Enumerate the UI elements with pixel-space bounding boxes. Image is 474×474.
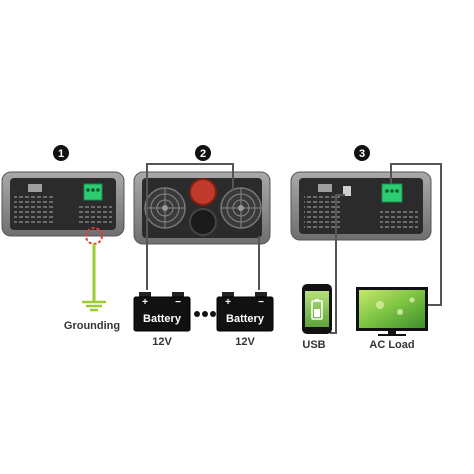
- grounding-label: Grounding: [64, 320, 120, 332]
- vent-grille: [304, 196, 340, 228]
- fan-left-icon: [144, 187, 186, 229]
- step-number: 1: [58, 148, 64, 160]
- plus-sign-icon: +: [225, 297, 231, 308]
- negative-terminal-icon: [189, 208, 217, 236]
- phone-icon: USB: [302, 284, 332, 351]
- vent-grille: [78, 206, 112, 226]
- vent-grille: [380, 208, 418, 228]
- ac-terminal-icon: [381, 183, 403, 203]
- ground-connection: Grounding: [64, 227, 120, 332]
- inverter-2: [133, 171, 271, 245]
- tv-icon: AC Load: [356, 287, 428, 351]
- load-wiring: [330, 163, 442, 334]
- switch-icon: [28, 184, 42, 192]
- battery-2: + − Battery 12V: [216, 292, 274, 348]
- step-number: 3: [359, 148, 365, 160]
- battery-1: + − Battery 12V: [133, 292, 191, 348]
- minus-sign-icon: −: [175, 297, 181, 308]
- battery-label: Battery: [226, 313, 265, 325]
- ellipsis-icon: [194, 311, 216, 317]
- positive-terminal-icon: [189, 178, 217, 206]
- ac-load-label: AC Load: [369, 339, 414, 351]
- ground-symbol-icon: [82, 300, 106, 312]
- battery-wiring: [146, 163, 260, 290]
- minus-sign-icon: −: [258, 297, 264, 308]
- ac-terminal-icon: [83, 183, 103, 201]
- inverter-3: [290, 171, 432, 241]
- fan-right-icon: [220, 187, 262, 229]
- battery-voltage-label: 12V: [152, 336, 172, 348]
- usb-port-icon: [343, 186, 351, 196]
- plus-sign-icon: +: [142, 297, 148, 308]
- vent-grille: [14, 196, 54, 226]
- step-number: 2: [200, 148, 206, 160]
- step-marker-3: 3: [354, 145, 370, 161]
- switch-icon: [318, 184, 332, 192]
- usb-label: USB: [302, 339, 325, 351]
- inverter-1: [1, 171, 125, 237]
- battery-label: Battery: [143, 313, 182, 325]
- step-marker-1: 1: [53, 145, 69, 161]
- step-marker-2: 2: [195, 145, 211, 161]
- battery-voltage-label: 12V: [235, 336, 255, 348]
